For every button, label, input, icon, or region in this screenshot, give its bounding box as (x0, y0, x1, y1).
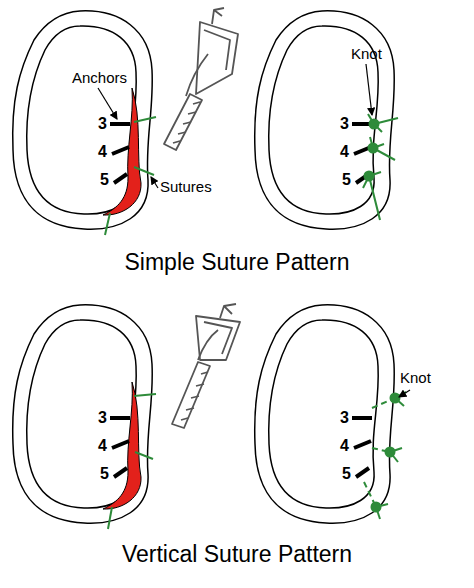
suture-wire (186, 54, 208, 96)
instrument-sketch (164, 8, 238, 150)
leader-line (399, 390, 410, 397)
anchor-number: 5 (100, 465, 109, 482)
knot-tail (390, 452, 398, 462)
glenoid-outline: 3 4 5 (250, 8, 398, 234)
anchor-number: 5 (100, 171, 109, 188)
instrument-shaft (164, 94, 202, 150)
glenoid-face (269, 320, 379, 508)
callout-label: Sutures (160, 179, 212, 196)
glenoid-shape (8, 8, 156, 234)
pattern-caption: Simple Suture Pattern (0, 250, 474, 275)
anchor-number: 3 (340, 115, 349, 132)
glenoid-rim (255, 11, 395, 229)
callout-label: Anchors (72, 70, 127, 87)
glenoid-shape (8, 302, 156, 528)
anchor-number: 5 (342, 465, 351, 482)
glenoid-rim (255, 305, 395, 523)
instrument-handle (204, 30, 230, 70)
glenoid-rim (13, 11, 153, 229)
glenoid-face (27, 320, 137, 508)
knot-tail (395, 392, 406, 398)
glenoid-outline: 3 4 5 (8, 302, 156, 528)
instrument-hatching (173, 102, 200, 143)
instrument-hatching (181, 372, 208, 420)
knot-tail (390, 448, 402, 452)
glenoid-outline: 3 4 5 (8, 8, 156, 234)
glenoid-outline: 3 4 5 (250, 302, 398, 528)
anchor-number: 5 (342, 171, 351, 188)
instrument-handle (196, 316, 240, 360)
anchor-number: 4 (340, 437, 349, 454)
instrument-handle (196, 22, 238, 94)
glenoid-shape (250, 302, 398, 528)
anchor-number: 3 (98, 409, 107, 426)
glenoid-rim (13, 305, 153, 523)
glenoid-face (27, 26, 137, 214)
anchor-number: 4 (98, 143, 107, 160)
callout-label: Knot (351, 46, 382, 63)
instrument-tip (220, 304, 236, 318)
suture-wire (198, 330, 218, 360)
anchor-number: 3 (98, 115, 107, 132)
anchor-number: 3 (340, 409, 349, 426)
callout-label: Knot (400, 370, 431, 387)
instrument-handle (204, 322, 232, 354)
instrument-sketch (172, 304, 240, 428)
glenoid-shape (250, 8, 398, 234)
anchor-number: 4 (340, 143, 349, 160)
leader-line (151, 177, 158, 188)
pattern-caption: Vertical Suture Pattern (0, 542, 474, 567)
knot-tail (395, 398, 404, 406)
instrument-tip (212, 8, 224, 24)
anchor-number: 4 (98, 437, 107, 454)
instrument-shaft (172, 362, 210, 428)
